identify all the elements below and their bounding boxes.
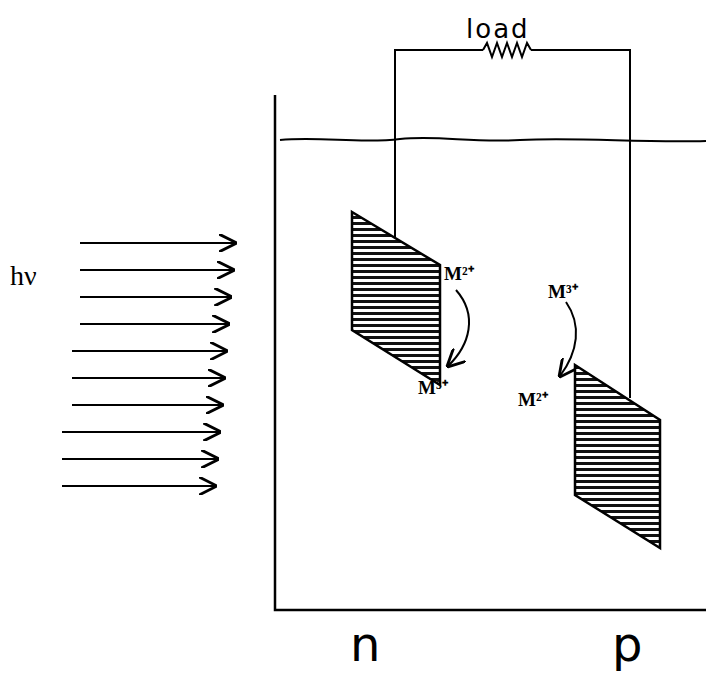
p-electrode [575, 365, 660, 548]
semiconductor-type: p [612, 616, 642, 672]
light-ray [72, 377, 224, 379]
light-ray [80, 296, 231, 298]
semiconductor-type: n [350, 616, 380, 672]
load-label: load [466, 14, 530, 44]
light-label: hν [10, 260, 37, 292]
resistor-symbol [483, 43, 531, 57]
ion-label: M²⁺ [444, 260, 474, 286]
light-ray [72, 350, 226, 352]
n-electrode [352, 212, 440, 385]
ion-label: M³⁺ [418, 374, 448, 400]
ion-label: M³⁺ [548, 278, 578, 304]
oxidation-arrow [448, 290, 469, 366]
light-rays [62, 243, 235, 486]
container [275, 95, 706, 610]
light-ray [62, 431, 220, 433]
light-ray [80, 269, 233, 271]
light-ray [80, 323, 228, 325]
electrolyte-surface [280, 138, 706, 142]
ion-label: M²⁺ [518, 386, 548, 412]
light-ray [72, 404, 222, 406]
light-ray [62, 485, 215, 487]
light-ray [80, 242, 235, 244]
reduction-arrow [560, 302, 576, 376]
light-ray [62, 458, 217, 460]
